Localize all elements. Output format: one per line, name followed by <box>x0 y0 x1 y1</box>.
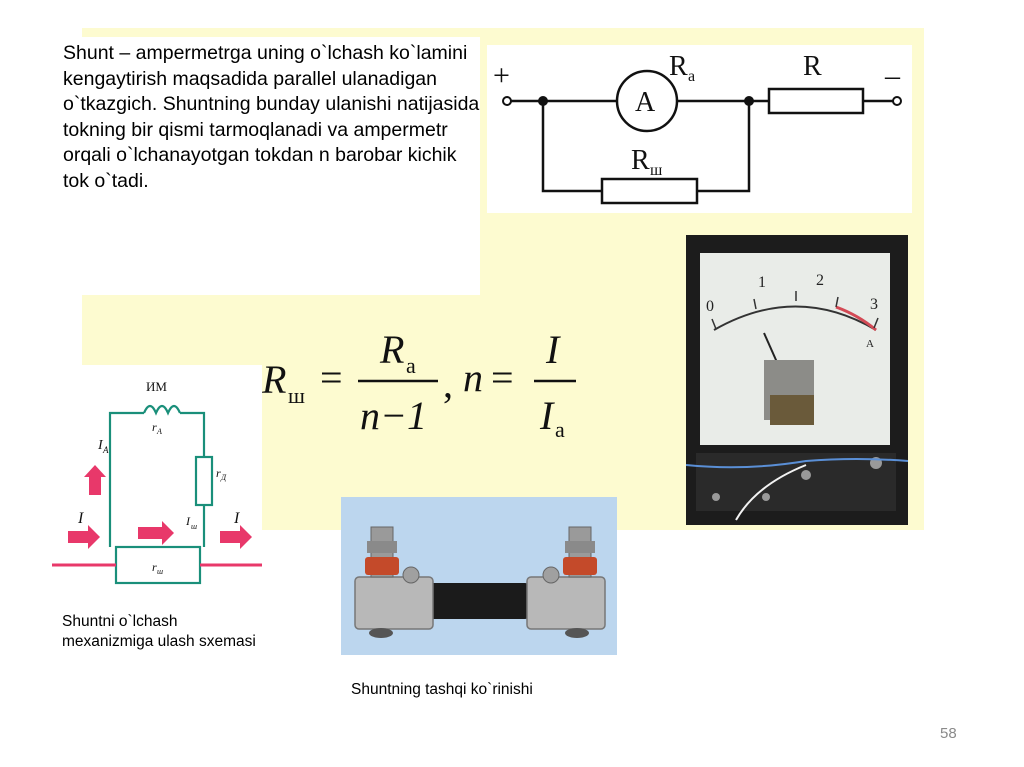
meter-unit-label: A <box>866 338 874 350</box>
shunt-circuit-diagram: + – A R а R R ш <box>487 45 912 213</box>
shunt-formula: R ш = R а n−1 , n = I I а <box>258 325 588 442</box>
ra-label: R <box>669 51 688 82</box>
scheme-ra-small-sub: А <box>156 427 162 436</box>
rsh-label: R <box>631 145 650 176</box>
meter-scale-3: 3 <box>870 296 878 313</box>
formula-numerator: R <box>379 327 404 372</box>
scheme-rsh-label: r <box>152 560 157 574</box>
scheme-im-label: ИМ <box>146 379 167 394</box>
scheme-ish-sub: ш <box>191 522 197 531</box>
meter-scale-2: 2 <box>816 272 824 289</box>
scheme-rd-label: r <box>216 466 221 480</box>
ammeter-symbol-label: A <box>635 87 656 118</box>
definition-text: Shunt – ampermetrga uning o`lchash ko`la… <box>63 42 480 192</box>
formula-equals-1: = <box>320 355 343 400</box>
scheme-caption: Shuntni o`lchash mexanizmiga ulash sxema… <box>62 613 256 650</box>
ra-subscript: а <box>688 68 695 85</box>
meter-scale-0: 0 <box>706 298 714 315</box>
definition-text-box: Shunt – ampermetrga uning o`lchash ko`la… <box>55 37 480 295</box>
formula-rsh-subscript: ш <box>288 383 305 408</box>
scheme-i-out-label: I <box>233 510 240 527</box>
scheme-rsh-sub: ш <box>157 567 163 576</box>
page-number: 58 <box>940 725 957 742</box>
formula-n: n <box>463 355 483 400</box>
r-label: R <box>803 51 822 82</box>
minus-terminal-label: – <box>884 59 901 92</box>
formula-current-denominator: I <box>539 393 555 438</box>
formula-current-numerator: I <box>545 327 561 372</box>
photo-caption: Shuntning tashqi ko`rinishi <box>351 681 533 698</box>
scheme-i-in-label: I <box>77 510 84 527</box>
formula-numerator-subscript: а <box>406 353 416 378</box>
scheme-ra-small: r <box>152 420 157 434</box>
scheme-ia-sub: А <box>102 445 109 455</box>
plus-terminal-label: + <box>493 59 510 92</box>
formula-comma: , <box>443 361 453 406</box>
ammeter-photo: 0 1 2 3 A <box>685 235 909 525</box>
scheme-ish-label: I <box>185 514 191 528</box>
formula-rsh: R <box>261 357 286 402</box>
shunt-connection-scheme: ИМ r А r Д I А I ш I I r ш <box>52 365 262 595</box>
formula-equals-2: = <box>491 355 514 400</box>
meter-scale-1: 1 <box>758 274 766 291</box>
formula-current-denominator-subscript: а <box>555 417 565 440</box>
scheme-ia-label: I <box>97 438 104 453</box>
shunt-photo <box>341 497 617 655</box>
scheme-rd-sub: Д <box>220 473 227 482</box>
formula-denominator: n−1 <box>360 393 427 438</box>
rsh-subscript: ш <box>650 162 663 179</box>
